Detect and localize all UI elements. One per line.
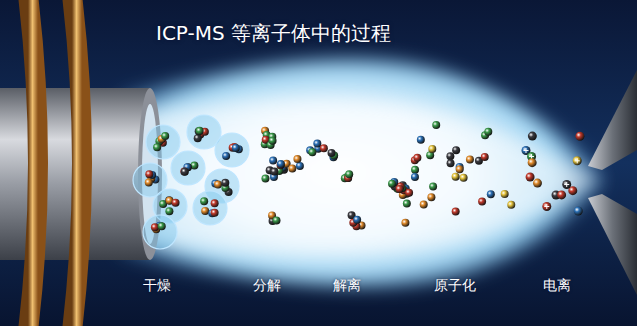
droplet	[143, 215, 177, 249]
atom-ball	[446, 152, 454, 160]
plasma-core	[130, 99, 600, 256]
atom-ball	[481, 153, 489, 161]
atom-ball	[158, 222, 166, 230]
atom-ball	[420, 201, 428, 209]
atom-ball	[296, 162, 304, 170]
stage-label: 解离	[333, 277, 361, 295]
atom-ball	[293, 155, 301, 163]
droplet	[215, 133, 249, 167]
sampler-cone	[588, 70, 637, 170]
atom-ball	[222, 152, 230, 160]
sampler-cone	[588, 194, 637, 295]
atom-ball	[574, 206, 583, 215]
atom-ball	[172, 199, 180, 207]
ion-charge	[544, 204, 549, 209]
ion-charge	[564, 182, 569, 187]
atom-ball	[328, 149, 336, 157]
atom-ball	[201, 207, 209, 215]
stage-label: 干燥	[143, 277, 171, 295]
atom-ball	[411, 173, 419, 181]
atom-ball	[181, 168, 189, 176]
atom-ball	[478, 198, 486, 206]
atom-ball	[413, 154, 421, 162]
copper-coil	[72, 0, 82, 326]
atom-ball	[533, 179, 542, 188]
atom-ball	[200, 197, 208, 205]
atom-ball	[269, 157, 277, 165]
atom-ball	[487, 190, 495, 198]
atom-ball	[528, 158, 537, 167]
atom-ball	[405, 189, 413, 197]
atom-ball	[542, 202, 551, 211]
atom-ball	[427, 193, 435, 201]
atom-ball	[460, 174, 468, 182]
atom-ball	[403, 200, 411, 208]
atom-ball	[432, 121, 440, 129]
atom-ball	[320, 144, 328, 152]
atom-ball	[484, 128, 492, 136]
atom-ball	[180, 167, 188, 175]
atom-ball	[411, 166, 419, 174]
atom-ball	[151, 223, 159, 231]
atom-ball	[507, 201, 515, 209]
atom-ball	[153, 143, 161, 151]
atom-ball	[526, 173, 535, 182]
atom-ball	[573, 156, 582, 165]
atom-ball	[196, 127, 204, 135]
atom-ball	[211, 209, 219, 217]
droplet	[146, 125, 180, 159]
ion-charge	[523, 148, 528, 153]
atom-ball	[221, 179, 229, 187]
atom-ball	[428, 145, 436, 153]
atom-ball	[447, 159, 455, 167]
atom-ball	[165, 207, 173, 215]
atom-ball	[288, 165, 296, 173]
copper-coil	[28, 0, 38, 326]
atom-ball	[466, 156, 474, 164]
atom-ball	[452, 146, 460, 154]
stage-label: 电离	[543, 277, 571, 295]
atom-ball	[345, 170, 353, 178]
atom-ball	[501, 190, 509, 198]
stage-label: 原子化	[434, 277, 476, 295]
atom-ball	[396, 185, 404, 193]
atom-ball	[353, 216, 361, 224]
atom-ball	[232, 144, 240, 152]
atom-ball	[575, 132, 584, 141]
atom-ball	[272, 216, 280, 224]
atom-ball	[161, 132, 169, 140]
atom-ball	[270, 168, 278, 176]
atom-ball	[452, 173, 460, 181]
atom-ball	[194, 134, 202, 142]
atom-ball	[417, 136, 425, 144]
atom-ball	[557, 190, 566, 199]
atom-ball	[277, 160, 285, 168]
atom-ball	[214, 181, 222, 189]
atom-ball	[211, 199, 219, 207]
atom-ball	[261, 174, 269, 182]
atom-ball	[269, 137, 277, 145]
ion-charge	[575, 158, 580, 163]
atom-ball	[562, 180, 571, 189]
atom-ball	[145, 170, 153, 178]
atom-ball	[429, 183, 437, 191]
atom-ball	[452, 208, 460, 216]
atom-ball	[313, 140, 321, 148]
atom-ball	[145, 179, 153, 187]
atom-ball	[388, 180, 396, 188]
atom-ball	[456, 165, 464, 173]
atom-ball	[401, 219, 409, 227]
diagram-title: ICP-MS 等离子体中的过程	[156, 20, 391, 47]
droplet	[193, 191, 227, 225]
plasma-glow	[120, 58, 605, 288]
droplet	[171, 151, 205, 185]
atom-ball	[528, 132, 537, 141]
stage-label: 分解	[253, 277, 281, 295]
atom-ball	[308, 148, 316, 156]
atom-ball	[195, 127, 203, 135]
